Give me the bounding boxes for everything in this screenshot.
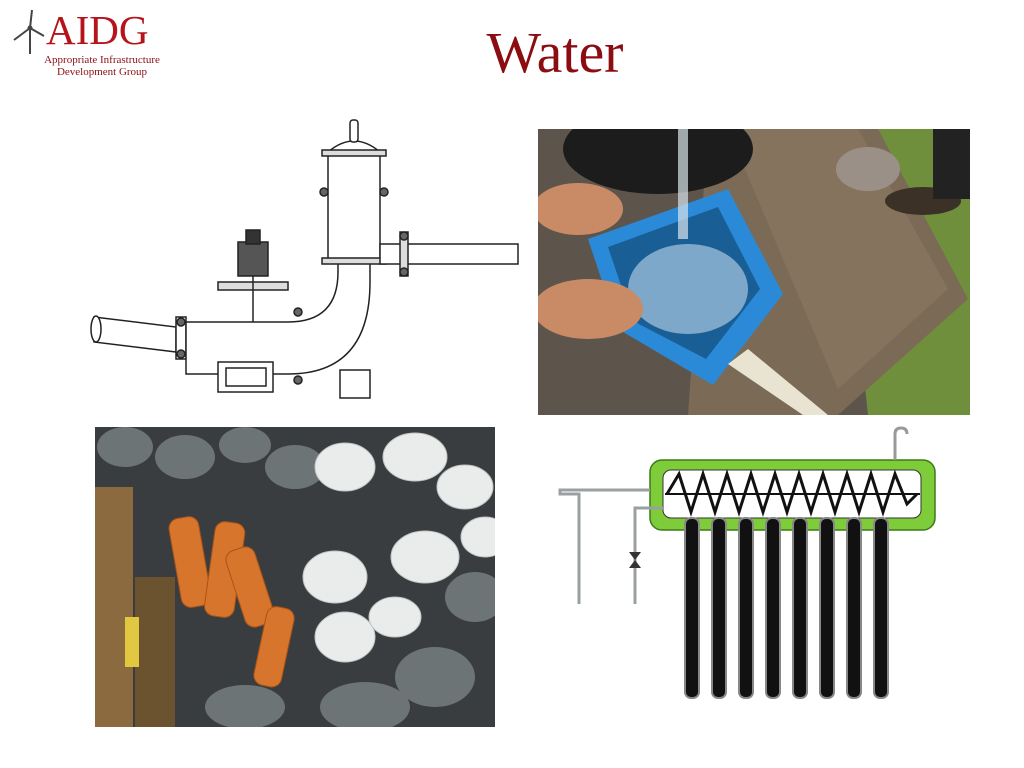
logo-tagline: Appropriate Infrastructure Development G… [22,54,182,78]
solar-heater-drawing-icon [558,426,936,699]
aidg-logo: AIDG Appropriate Infrastructure Developm… [8,6,178,86]
logo-tagline-line2: Development Group [56,66,148,78]
logo-wordmark: AIDG [46,7,149,53]
solar-water-heater-diagram [555,424,950,699]
pipe-fittings-photo-icon [95,427,495,727]
pvc-fittings-photo [95,427,495,727]
wind-turbine-icon [13,9,45,54]
logo-tagline-line1: Appropriate Infrastructure [44,54,160,66]
pump-diagram [88,112,524,406]
water-bucket-photo-icon [538,129,970,415]
bucket-water-photo [538,129,970,415]
slide-title: Water [486,20,624,85]
ram-pump-drawing-icon [90,119,519,399]
